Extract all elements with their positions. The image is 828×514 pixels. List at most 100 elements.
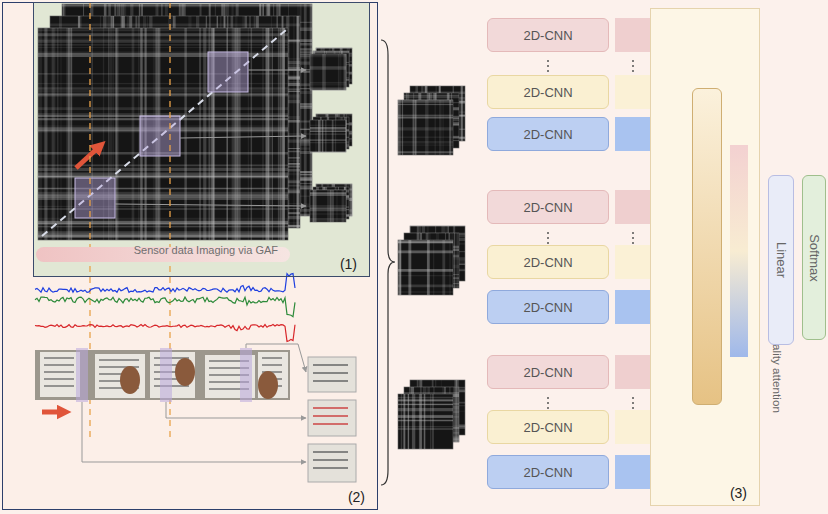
gaf-crop xyxy=(310,69,346,70)
gaf-stack xyxy=(398,408,453,411)
gaf-image xyxy=(57,28,58,240)
gaf-image xyxy=(138,28,139,240)
gaf-stack xyxy=(398,404,453,405)
gaf-stack xyxy=(430,394,431,449)
gaf-image xyxy=(38,56,288,58)
gaf-image xyxy=(68,28,71,240)
gaf-image xyxy=(44,28,47,240)
gaf-stack xyxy=(398,426,453,427)
gaf-stack xyxy=(456,387,459,442)
gaf-stack xyxy=(398,240,401,295)
gaf-stack xyxy=(408,240,411,295)
gaf-crop xyxy=(310,83,346,85)
gaf-image xyxy=(38,39,288,42)
gaf-crop xyxy=(310,54,312,90)
gaf-stack xyxy=(460,86,463,141)
gaf-crop xyxy=(310,192,346,194)
frame-crop xyxy=(308,444,356,482)
gaf-image xyxy=(38,94,288,97)
gaf-image xyxy=(38,28,288,240)
gaf-crop xyxy=(310,130,346,132)
cnn-box: 2D-CNN xyxy=(487,355,609,389)
hand xyxy=(258,371,278,399)
gaf-image xyxy=(60,28,61,240)
ellipsis xyxy=(632,402,634,404)
gaf-crop xyxy=(310,213,346,214)
paper-text xyxy=(44,371,74,373)
paper-text xyxy=(313,364,348,365)
leader-arrow xyxy=(82,402,306,462)
gaf-crop xyxy=(310,139,346,141)
panel-number: (2) xyxy=(348,489,365,505)
gaf-image xyxy=(38,83,288,84)
gaf-stack xyxy=(449,240,451,295)
paper-text xyxy=(313,380,348,381)
gaf-crop xyxy=(332,120,334,152)
gaf-stack xyxy=(398,428,453,430)
gaf-image xyxy=(38,176,288,177)
gaf-stack xyxy=(398,240,453,241)
gaf-stack xyxy=(419,394,422,449)
cnn-box: 2D-CNN xyxy=(487,75,609,109)
ellipsis xyxy=(632,65,634,67)
node-label: 2D-CNN xyxy=(523,420,572,435)
gaf-image xyxy=(282,28,285,240)
gaf-stack xyxy=(398,284,453,287)
paper-text xyxy=(313,423,348,424)
paper-text xyxy=(313,415,348,416)
paper-text xyxy=(313,372,348,373)
ellipsis xyxy=(547,397,549,399)
gaf-crop xyxy=(313,51,349,53)
gaf-image xyxy=(38,27,288,30)
gaf-crop xyxy=(310,56,346,57)
cnn-box: 2D-CNN xyxy=(487,410,609,444)
gaf-crop xyxy=(325,54,326,90)
gaf-image xyxy=(38,44,288,45)
gaf-stack xyxy=(408,394,409,449)
ellipsis xyxy=(632,397,634,399)
gaf-stack xyxy=(398,100,453,103)
gaf-image xyxy=(38,93,288,95)
gaf-stack xyxy=(404,394,405,449)
feature-vector xyxy=(615,355,651,389)
segment-window xyxy=(208,52,248,92)
gaf-stack xyxy=(398,100,453,155)
ellipsis xyxy=(547,237,549,239)
paper xyxy=(150,352,195,398)
gaf-crop xyxy=(310,120,346,152)
gaf-image xyxy=(38,33,288,36)
gaf-stack xyxy=(398,100,401,155)
gaf-image xyxy=(38,233,288,235)
gaf-stack xyxy=(398,415,453,418)
paper xyxy=(40,352,80,397)
gaf-stack xyxy=(398,240,453,295)
gaf-stack xyxy=(403,394,406,449)
gaf-image xyxy=(38,235,288,238)
gaf-crop xyxy=(310,127,346,130)
gaf-crop xyxy=(310,133,346,134)
node-label: 2D-CNN xyxy=(523,85,572,100)
cnn-box: 2D-CNN xyxy=(487,18,609,52)
gaf-stack xyxy=(398,420,453,422)
gaf-image xyxy=(38,30,288,31)
node-label: 2D-CNN xyxy=(523,127,572,142)
paper-text xyxy=(313,451,348,452)
gaf-stack xyxy=(398,242,453,243)
gaf-stack xyxy=(400,240,401,295)
gaf-stack xyxy=(398,100,453,155)
gaf-image xyxy=(38,107,288,110)
gaf-stack xyxy=(398,104,453,105)
gaf-crop xyxy=(325,120,326,152)
sensor-signal xyxy=(35,297,295,317)
gaf-crop xyxy=(310,54,346,90)
gaf-crop xyxy=(312,54,313,90)
gaf-image xyxy=(38,223,288,225)
gaf-image xyxy=(203,28,206,240)
gaf-image xyxy=(38,73,288,74)
gaf-crop xyxy=(310,54,346,90)
gaf-crop xyxy=(342,190,345,222)
gaf-crop xyxy=(310,54,346,56)
gaf-image xyxy=(296,16,299,228)
gaf-stack xyxy=(402,100,404,155)
